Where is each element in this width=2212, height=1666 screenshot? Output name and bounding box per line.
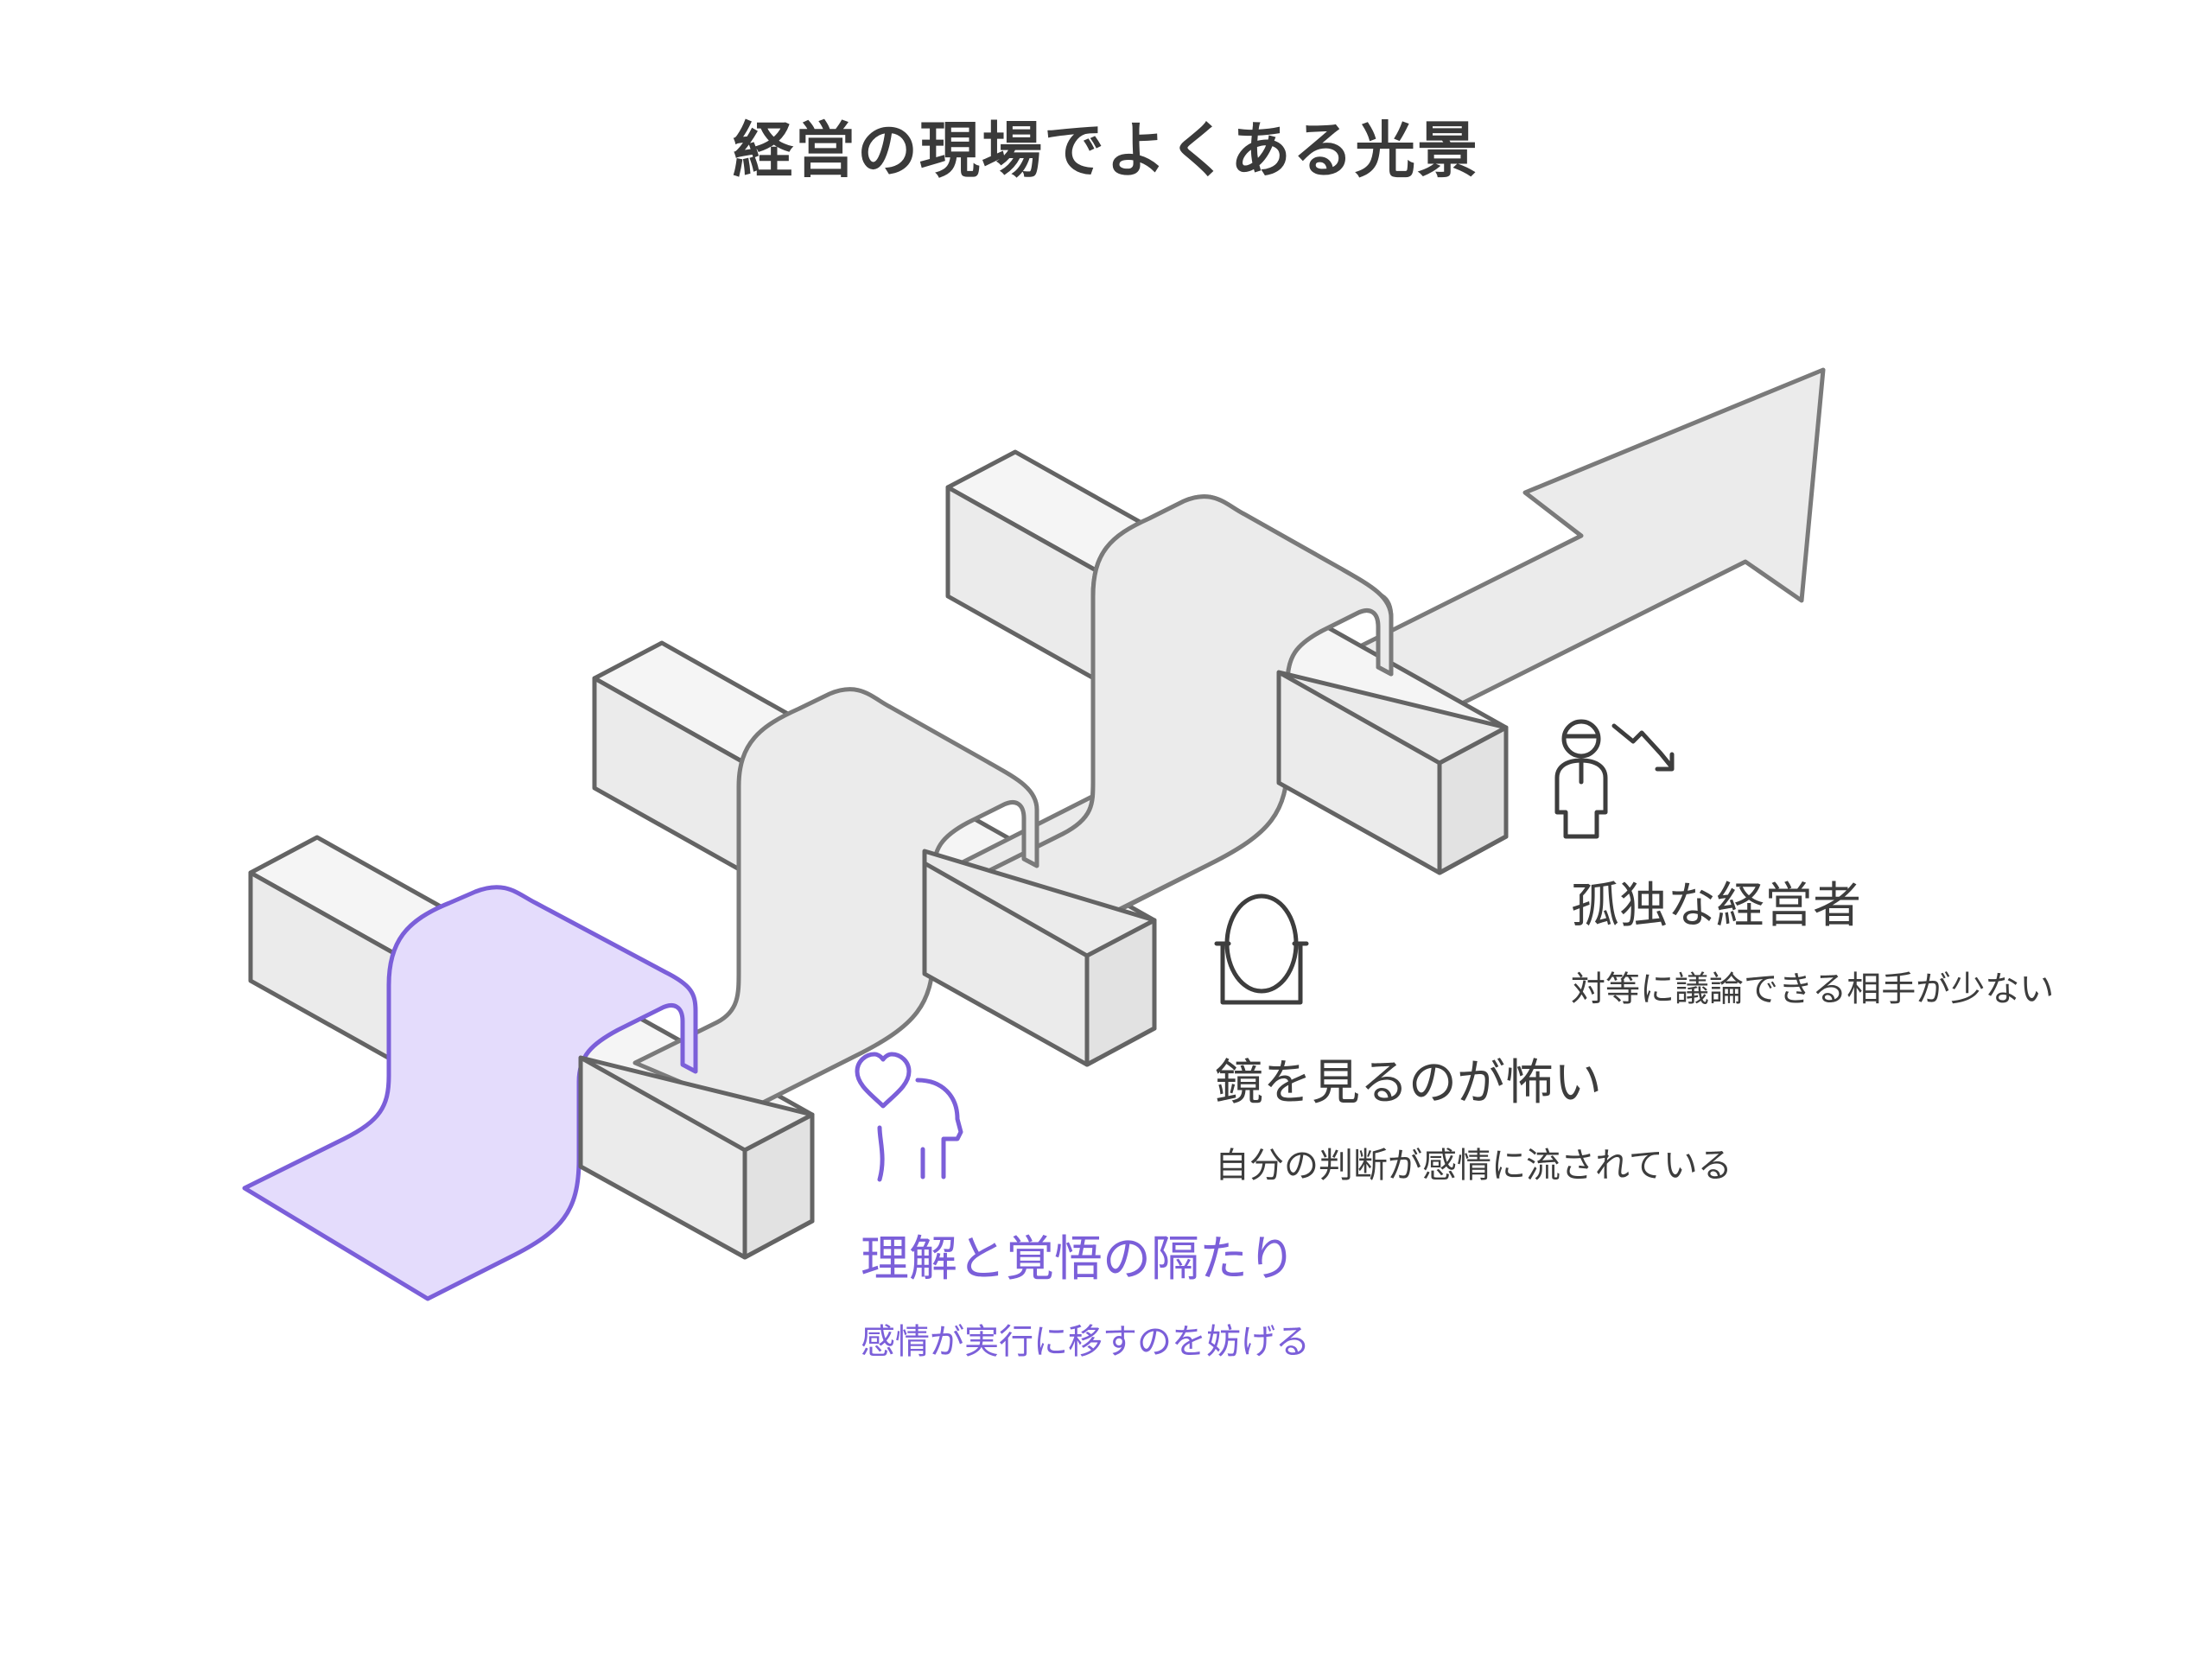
item-2-heading: 鏡を見るのが怖い bbox=[1215, 1055, 1602, 1111]
page-title: 経営の現場でよくある光景 bbox=[733, 115, 1479, 186]
person-decline-icon bbox=[1554, 719, 1675, 839]
block-2-front bbox=[922, 849, 1157, 1067]
mirror-icon bbox=[1214, 893, 1309, 1005]
item-1-heading: 理解と覚悟の隔たり bbox=[861, 1231, 1296, 1288]
heart-head-icon bbox=[855, 1052, 963, 1182]
block-3-front bbox=[1276, 670, 1509, 875]
block-1-front bbox=[578, 1055, 815, 1260]
item-3-description: 対等に議論できる相手が少ない bbox=[1571, 970, 2055, 1009]
item-3-heading: 孤独な経営者 bbox=[1571, 878, 1861, 934]
item-1-description: 感情が実行に移すのを妨げる bbox=[861, 1322, 1310, 1362]
item-2-description: 自分の判断が感情に流されている bbox=[1215, 1146, 1732, 1186]
